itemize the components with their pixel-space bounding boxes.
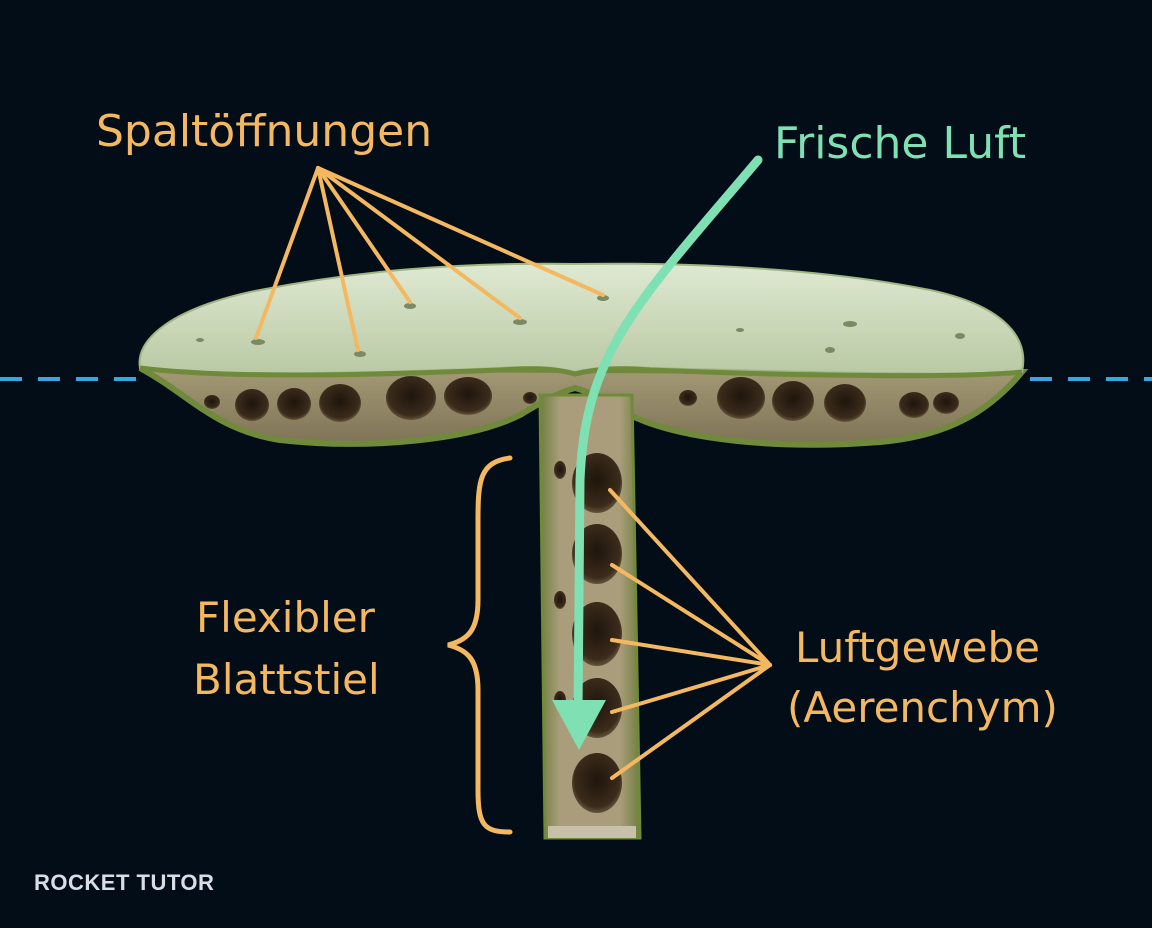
petiole-label-line2: Blattstiel [193,655,380,704]
stomata-leader-lines [254,166,605,352]
fresh-air-arrow [552,155,763,750]
stomata-pores [196,295,965,357]
aerenchyma-label-line2: (Aerenchym) [787,683,1058,732]
leaf-blade [138,262,1029,448]
petiole-brace [447,455,513,835]
petiole-label-line1: Flexibler [196,593,376,642]
blade-air-chambers [204,376,959,422]
stomata-label: Spaltöffnungen [96,106,432,157]
petiole-air-chambers [554,453,622,813]
brand-logo: ROCKET TUTOR [34,870,215,895]
petiole [538,393,642,840]
aerenchyma-leader-lines [608,488,772,780]
fresh-air-label: Frische Luft [774,118,1026,169]
aerenchyma-label-line1: Luftgewebe [795,623,1040,672]
